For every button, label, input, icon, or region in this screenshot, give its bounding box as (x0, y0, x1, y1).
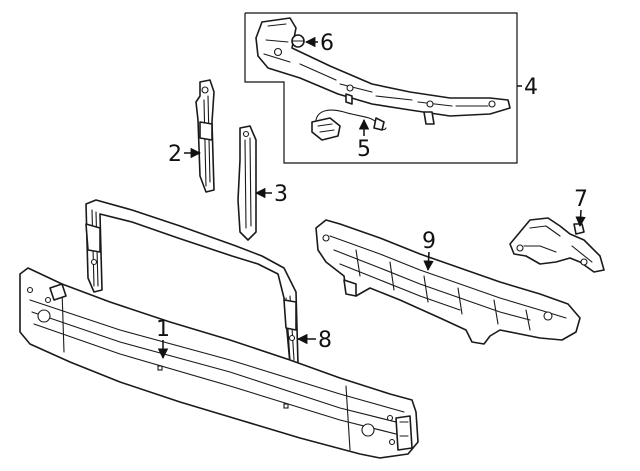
callout-8-label: 8 (318, 328, 332, 353)
callout-9: 9 (422, 229, 436, 272)
energy-absorber-part[interactable] (315, 219, 581, 345)
callout-4-label: 4 (524, 75, 538, 100)
callout-1-label: 1 (156, 317, 170, 342)
callout-6: 6 (304, 31, 334, 56)
callout-7: 7 (574, 187, 588, 228)
inset-frame (244, 12, 518, 164)
callout-2: 2 (168, 142, 202, 167)
callout-3: 3 (254, 182, 288, 207)
upper-tie-bar-part[interactable] (255, 17, 511, 125)
lower-support-frame-part[interactable] (85, 199, 299, 365)
side-bracket-part[interactable] (509, 217, 605, 273)
callout-7-label: 7 (574, 187, 588, 212)
right-bracket-part[interactable] (237, 125, 257, 241)
sensor-harness-part[interactable] (311, 109, 387, 141)
callout-1: 1 (156, 317, 170, 360)
callout-3-label: 3 (274, 182, 288, 207)
clip-part[interactable] (291, 34, 305, 48)
callout-4: 4 (517, 75, 538, 100)
callout-9-label: 9 (422, 229, 436, 254)
callout-2-label: 2 (168, 142, 182, 167)
impact-bar-part[interactable] (19, 267, 419, 459)
callout-8: 8 (296, 328, 332, 353)
callout-5-label: 5 (357, 137, 371, 162)
left-bracket-part[interactable] (195, 79, 215, 193)
callout-6-label: 6 (320, 31, 334, 56)
callout-5: 5 (357, 118, 371, 162)
